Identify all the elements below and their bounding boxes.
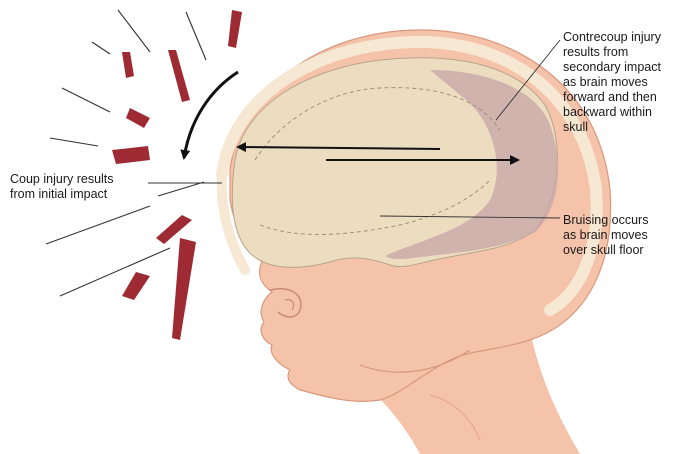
contrecoup-label-line: forward and then xyxy=(563,90,661,105)
contrecoup-label-line: backward within xyxy=(563,105,661,120)
bruising-label-line: over skull floor xyxy=(563,243,648,258)
coup-label-line: from initial impact xyxy=(10,187,114,202)
bruising-label-line: Bruising occurs xyxy=(563,213,648,228)
bruising-label-line: as brain moves xyxy=(563,228,648,243)
contrecoup-label-line: results from xyxy=(563,45,661,60)
contrecoup-injury-label: Contrecoup injury results from secondary… xyxy=(563,30,661,135)
contrecoup-label-line: secondary impact xyxy=(563,60,661,75)
bruising-label: Bruising occurs as brain moves over skul… xyxy=(563,213,648,258)
contrecoup-label-line: Contrecoup injury xyxy=(563,30,661,45)
contrecoup-label-line: as brain moves xyxy=(563,75,661,90)
coup-label-line: Coup injury results xyxy=(10,172,114,187)
contrecoup-label-line: skull xyxy=(563,120,661,135)
coup-injury-label: Coup injury results from initial impact xyxy=(10,172,114,202)
